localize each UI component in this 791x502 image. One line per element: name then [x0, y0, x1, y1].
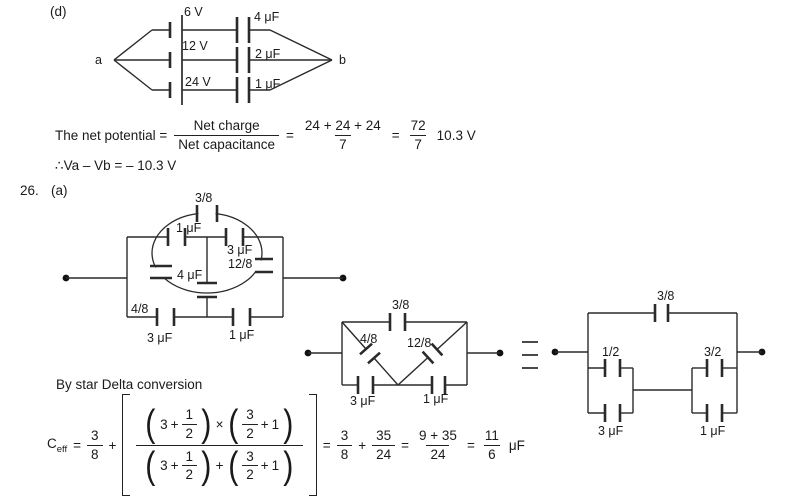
cap-3-8-top: 3/8: [588, 289, 737, 322]
cap-label: 1/2: [602, 345, 619, 359]
cap-1uf-bottom: 1 μF: [229, 308, 255, 342]
delta-converted-circuit: 3/8 4/8 12/8 3 μF 1 μF: [304, 298, 504, 408]
unit-label: μF: [508, 437, 525, 453]
fraction-3-8: 3 8: [336, 428, 353, 462]
node-b-label: b: [339, 53, 346, 67]
times-sign: ×: [215, 416, 224, 432]
voltage-label: 6 V: [184, 5, 203, 19]
cap-label: 3 μF: [350, 394, 376, 408]
equals-sign: =: [391, 127, 400, 143]
circuit-d-diagram: (d) a b 6 V 4 μF 12 V 2 μF: [50, 4, 346, 105]
equals-sign: =: [401, 437, 410, 453]
branch-6v-4uf: 6 V 4 μF: [113, 5, 333, 61]
diagonal-cap-12-8: 12/8: [397, 321, 468, 386]
capacitor-label: 1 μF: [255, 77, 281, 91]
parallel-pair-right: 3/2 1 μF: [691, 345, 737, 438]
voltage-label: 12 V: [182, 39, 208, 53]
cap-1uf-top: 1 μF: [166, 221, 202, 246]
plus-sign: +: [108, 437, 117, 453]
right-bracket: [308, 394, 317, 496]
fraction-3-8: 3 8: [87, 428, 103, 462]
equivalence-icon: [522, 341, 538, 369]
equals-sign: =: [73, 437, 82, 453]
cap-label: 3 μF: [227, 243, 253, 257]
node-a-label: a: [95, 53, 102, 67]
cap-label: 3 μF: [147, 331, 173, 345]
cap-label: 12/8: [228, 257, 252, 271]
branch-24v-1uf: 24 V 1 μF: [113, 59, 333, 105]
cap-label: 12/8: [407, 336, 431, 350]
branch-12v-2uf: 12 V 2 μF: [114, 39, 332, 75]
cap-1uf-bottom: 1 μF: [423, 376, 449, 406]
charge-sum-fraction: 24 + 24 + 24 7: [304, 117, 381, 152]
plus-sign: +: [358, 437, 367, 453]
formula-prefix: The net potential =: [55, 127, 168, 143]
capacitor-label: 4 μF: [254, 10, 280, 24]
cap-3uf-bottom: 3 μF: [350, 376, 376, 408]
cap-label: 3 μF: [598, 424, 624, 438]
cap-label: 1 μF: [229, 328, 255, 342]
charge-capacitance-fraction: Net charge Net capacitance: [174, 118, 280, 152]
approx-value: 10.3 V: [436, 127, 476, 143]
cap-label: 1 μF: [700, 424, 726, 438]
part-a-label: (a): [51, 183, 68, 198]
cap-3uf-top: 3 μF: [224, 228, 253, 257]
cap-label: 3/8: [392, 298, 409, 312]
cap-label: 4/8: [360, 332, 377, 346]
problem-number: 26.: [20, 183, 39, 198]
bridge-circuit-with-delta-overlay: 3/8 4/8 12/8 1 μF: [62, 191, 347, 345]
bridge-cap-4uf: 4 μF: [177, 237, 217, 317]
result-fraction: 72 7: [410, 117, 426, 152]
cap-label: 4/8: [131, 302, 148, 316]
fraction-11-6: 11 6: [484, 427, 500, 462]
conclusion-line: ∴Va – Vb = – 10.3 V: [55, 158, 177, 173]
equals-sign: =: [286, 127, 294, 143]
cap-label: 1 μF: [176, 221, 202, 235]
net-potential-formula: The net potential = Net charge Net capac…: [55, 111, 476, 159]
equals-sign: =: [466, 437, 475, 453]
capacitor-label: 2 μF: [255, 47, 281, 61]
fraction-sum: 9 + 35 24: [419, 427, 457, 462]
left-bracket: [122, 394, 131, 496]
cap-label: 1 μF: [423, 392, 449, 406]
right-terminal-dot: [496, 349, 504, 357]
cap-3uf-bottom: 3 μF: [147, 308, 176, 345]
voltage-label: 24 V: [185, 75, 211, 89]
parallel-pair-left: 1/2 3 μF: [588, 345, 634, 438]
simplified-circuit: 3/8 1/2 3 μF 3/2: [551, 289, 766, 438]
delta-cap-4-8: 4/8: [131, 264, 172, 316]
cap-label: 4 μF: [177, 268, 203, 282]
diagonal-cap-4-8: 4/8: [341, 321, 399, 386]
cap-label: 3/2: [704, 345, 721, 359]
part-d-label: (d): [50, 4, 67, 19]
cap-label: 3/8: [657, 289, 674, 303]
conversion-note: By star Delta conversion: [56, 377, 203, 392]
fraction-35-24: 35 24: [372, 428, 396, 462]
equals-sign: =: [322, 437, 331, 453]
delta-cap-12-8: 12/8: [228, 257, 273, 274]
cap-label: 3/8: [195, 191, 212, 205]
ceff-lhs: Ceff: [47, 435, 68, 455]
delta-cap-3-8: 3/8: [195, 191, 219, 222]
cap-3-8-top: 3/8: [388, 298, 409, 331]
